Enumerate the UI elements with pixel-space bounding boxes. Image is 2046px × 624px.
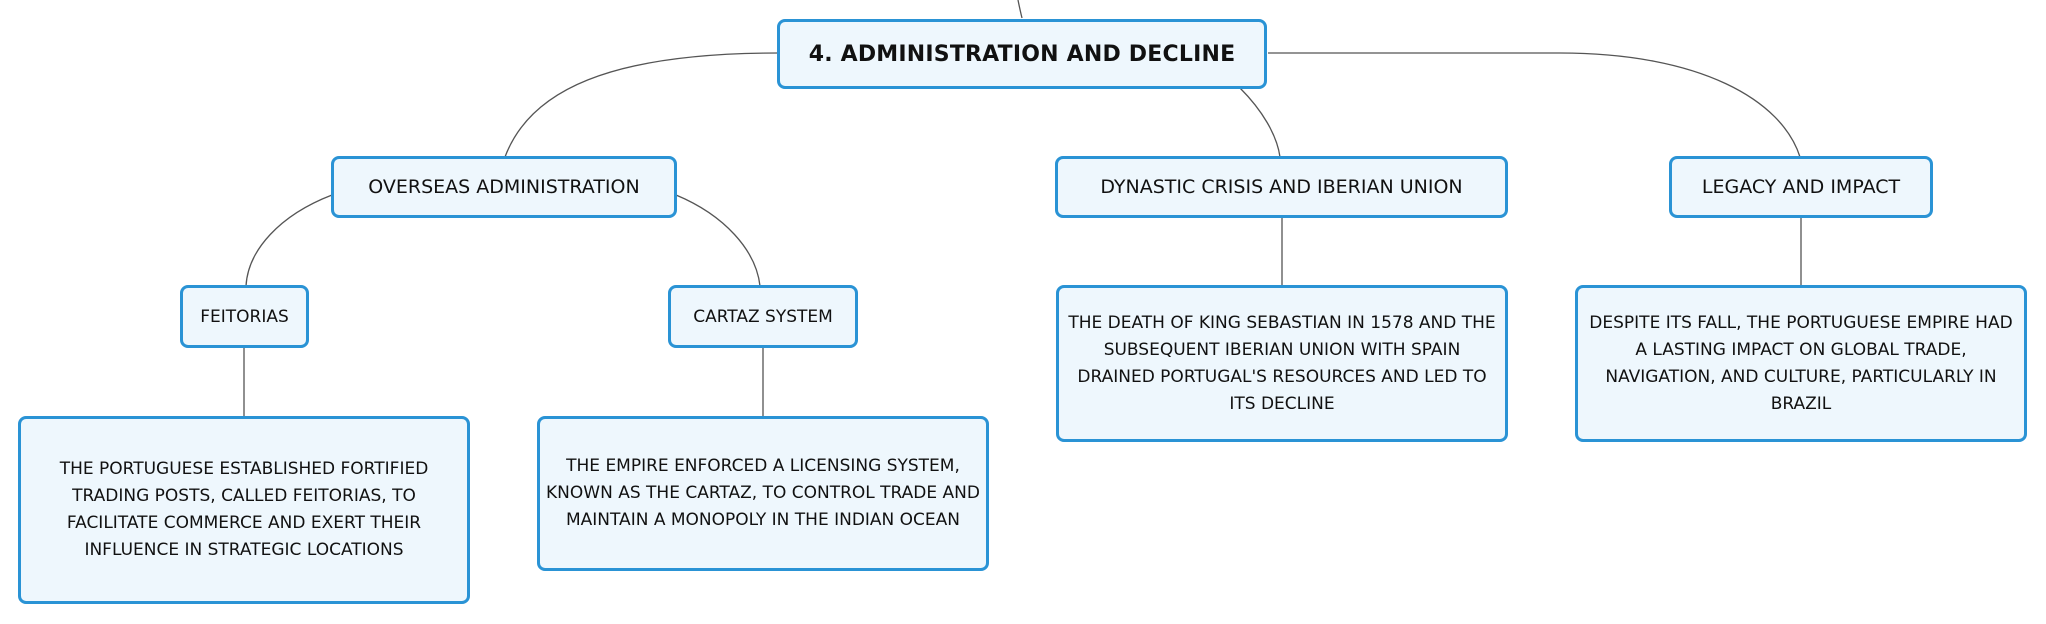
topic-dynastic-crisis-label: DYNASTIC CRISIS AND IBERIAN UNION xyxy=(1100,176,1463,198)
topic-legacy-and-impact-label: LEGACY AND IMPACT xyxy=(1701,176,1901,198)
connector-root-to-dynastic xyxy=(1239,87,1281,158)
topic-legacy-and-impact[interactable]: LEGACY AND IMPACT xyxy=(1669,156,1933,218)
subtopic-cartaz-system[interactable]: CARTAZ SYSTEM xyxy=(668,285,858,348)
topic-dynastic-crisis[interactable]: DYNASTIC CRISIS AND IBERIAN UNION xyxy=(1055,156,1508,218)
subtopic-feitorias-label: FEITORIAS xyxy=(200,306,289,327)
detail-feitorias[interactable]: THE PORTUGUESE ESTABLISHED FORTIFIED TRA… xyxy=(18,416,470,604)
connector-overseas-to-cartaz xyxy=(675,194,761,287)
subtopic-cartaz-system-label: CARTAZ SYSTEM xyxy=(693,306,833,327)
connector-overseas-to-feitorias xyxy=(245,194,333,287)
connector-root-to-legacy xyxy=(1268,52,1801,158)
connector-parent-to-root xyxy=(1017,0,1023,19)
detail-dynastic-crisis-text: THE DEATH OF KING SEBASTIAN IN 1578 AND … xyxy=(1068,312,1496,414)
detail-feitorias-text: THE PORTUGUESE ESTABLISHED FORTIFIED TRA… xyxy=(59,459,429,560)
detail-dynastic-crisis[interactable]: THE DEATH OF KING SEBASTIAN IN 1578 AND … xyxy=(1056,285,1508,442)
topic-overseas-administration-label: OVERSEAS ADMINISTRATION xyxy=(368,176,640,198)
subtopic-feitorias[interactable]: FEITORIAS xyxy=(180,285,309,348)
connector-root-to-overseas xyxy=(504,52,779,158)
detail-legacy-and-impact-text: DESPITE ITS FALL, THE PORTUGUESE EMPIRE … xyxy=(1589,312,2013,414)
detail-legacy-and-impact[interactable]: DESPITE ITS FALL, THE PORTUGUESE EMPIRE … xyxy=(1575,285,2027,442)
topic-overseas-administration[interactable]: OVERSEAS ADMINISTRATION xyxy=(331,156,677,218)
detail-cartaz-system-text: THE EMPIRE ENFORCED A LICENSING SYSTEM, … xyxy=(546,456,980,530)
root-node-label: 4. ADMINISTRATION AND DECLINE xyxy=(808,41,1236,67)
root-node[interactable]: 4. ADMINISTRATION AND DECLINE xyxy=(777,19,1267,89)
detail-cartaz-system[interactable]: THE EMPIRE ENFORCED A LICENSING SYSTEM, … xyxy=(537,416,989,571)
